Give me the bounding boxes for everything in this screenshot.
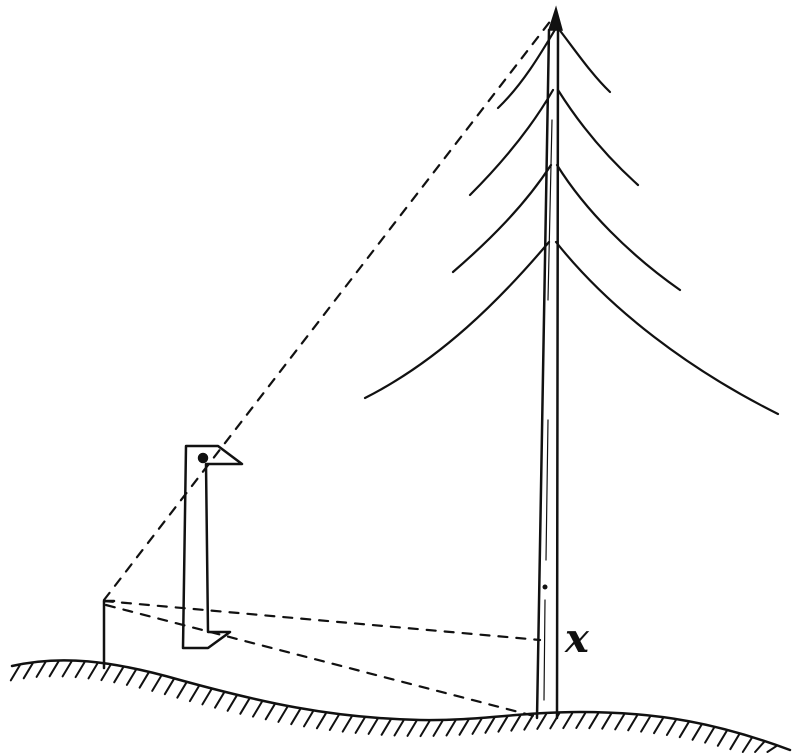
hatch-mark <box>536 712 548 730</box>
hatch-mark <box>290 708 302 726</box>
hatch-mark <box>214 691 225 709</box>
hatch-mark <box>264 703 276 721</box>
hatch-mark <box>432 719 444 737</box>
hatch-mark <box>678 721 690 739</box>
hatch-mark <box>9 664 21 682</box>
hatch-mark <box>741 736 753 753</box>
ground-line <box>10 659 792 752</box>
point-x-label: x <box>564 615 590 662</box>
hatch-mark <box>640 715 652 733</box>
hatch-mark <box>239 697 251 715</box>
hatch-mark <box>125 668 137 686</box>
hatch-mark <box>303 710 314 728</box>
hatch-mark <box>653 717 664 735</box>
hypsometer-instrument <box>181 444 244 650</box>
hatch-mark <box>575 712 587 729</box>
sight-line-to-top <box>102 13 557 602</box>
measuring-stick <box>102 599 116 670</box>
hatch-mark <box>419 720 431 738</box>
hatch-mark <box>354 716 366 734</box>
sight-line-to-tree-base <box>104 603 540 719</box>
hatch-mark <box>48 660 60 678</box>
hatch-mark <box>523 713 535 731</box>
hatch-mark <box>754 740 766 753</box>
hatch-mark <box>614 713 626 731</box>
hatch-mark <box>497 715 509 733</box>
hatch-mark <box>484 716 496 734</box>
hatch-mark <box>380 718 392 736</box>
hatch-mark <box>627 714 639 732</box>
hatch-mark <box>562 712 574 730</box>
hatch-mark <box>716 729 728 747</box>
ground-hatching <box>9 660 778 753</box>
hatch-mark <box>100 664 112 682</box>
hatch-mark <box>341 715 353 733</box>
hatch-mark <box>176 681 188 699</box>
hatch-mark <box>201 688 213 706</box>
sight-line-to-point-x <box>102 599 542 642</box>
hatch-mark <box>113 666 125 684</box>
hatch-mark <box>22 662 34 680</box>
hatch-mark <box>601 712 613 730</box>
tree-branches <box>363 26 780 416</box>
hatch-mark <box>315 712 327 730</box>
sight-lines <box>102 13 557 719</box>
hatch-mark <box>328 714 340 731</box>
hatch-mark <box>151 674 163 692</box>
hatch-mark <box>61 660 73 678</box>
hatch-mark <box>74 661 86 679</box>
hatch-mark <box>471 717 483 735</box>
hatch-mark <box>665 719 677 736</box>
hatch-mark <box>252 700 263 718</box>
tree-top <box>547 5 563 31</box>
hatch-mark <box>445 719 457 737</box>
hatch-mark <box>87 662 99 680</box>
hatch-mark <box>510 714 522 732</box>
hatch-mark <box>226 694 238 712</box>
hatch-mark <box>691 723 703 741</box>
hatch-mark <box>729 733 741 751</box>
hatch-mark <box>138 671 150 689</box>
hatch-mark <box>704 726 716 744</box>
hatch-mark <box>188 685 200 703</box>
hatch-mark <box>458 718 470 736</box>
hatch-mark <box>367 717 379 735</box>
hatch-mark <box>277 705 289 723</box>
hatch-mark <box>35 660 47 678</box>
hatch-mark <box>766 745 778 753</box>
hatch-mark <box>163 678 175 696</box>
hatch-mark <box>406 719 418 737</box>
tree-trunk <box>535 28 560 720</box>
hatch-mark <box>393 719 405 737</box>
hatch-mark <box>588 712 600 730</box>
